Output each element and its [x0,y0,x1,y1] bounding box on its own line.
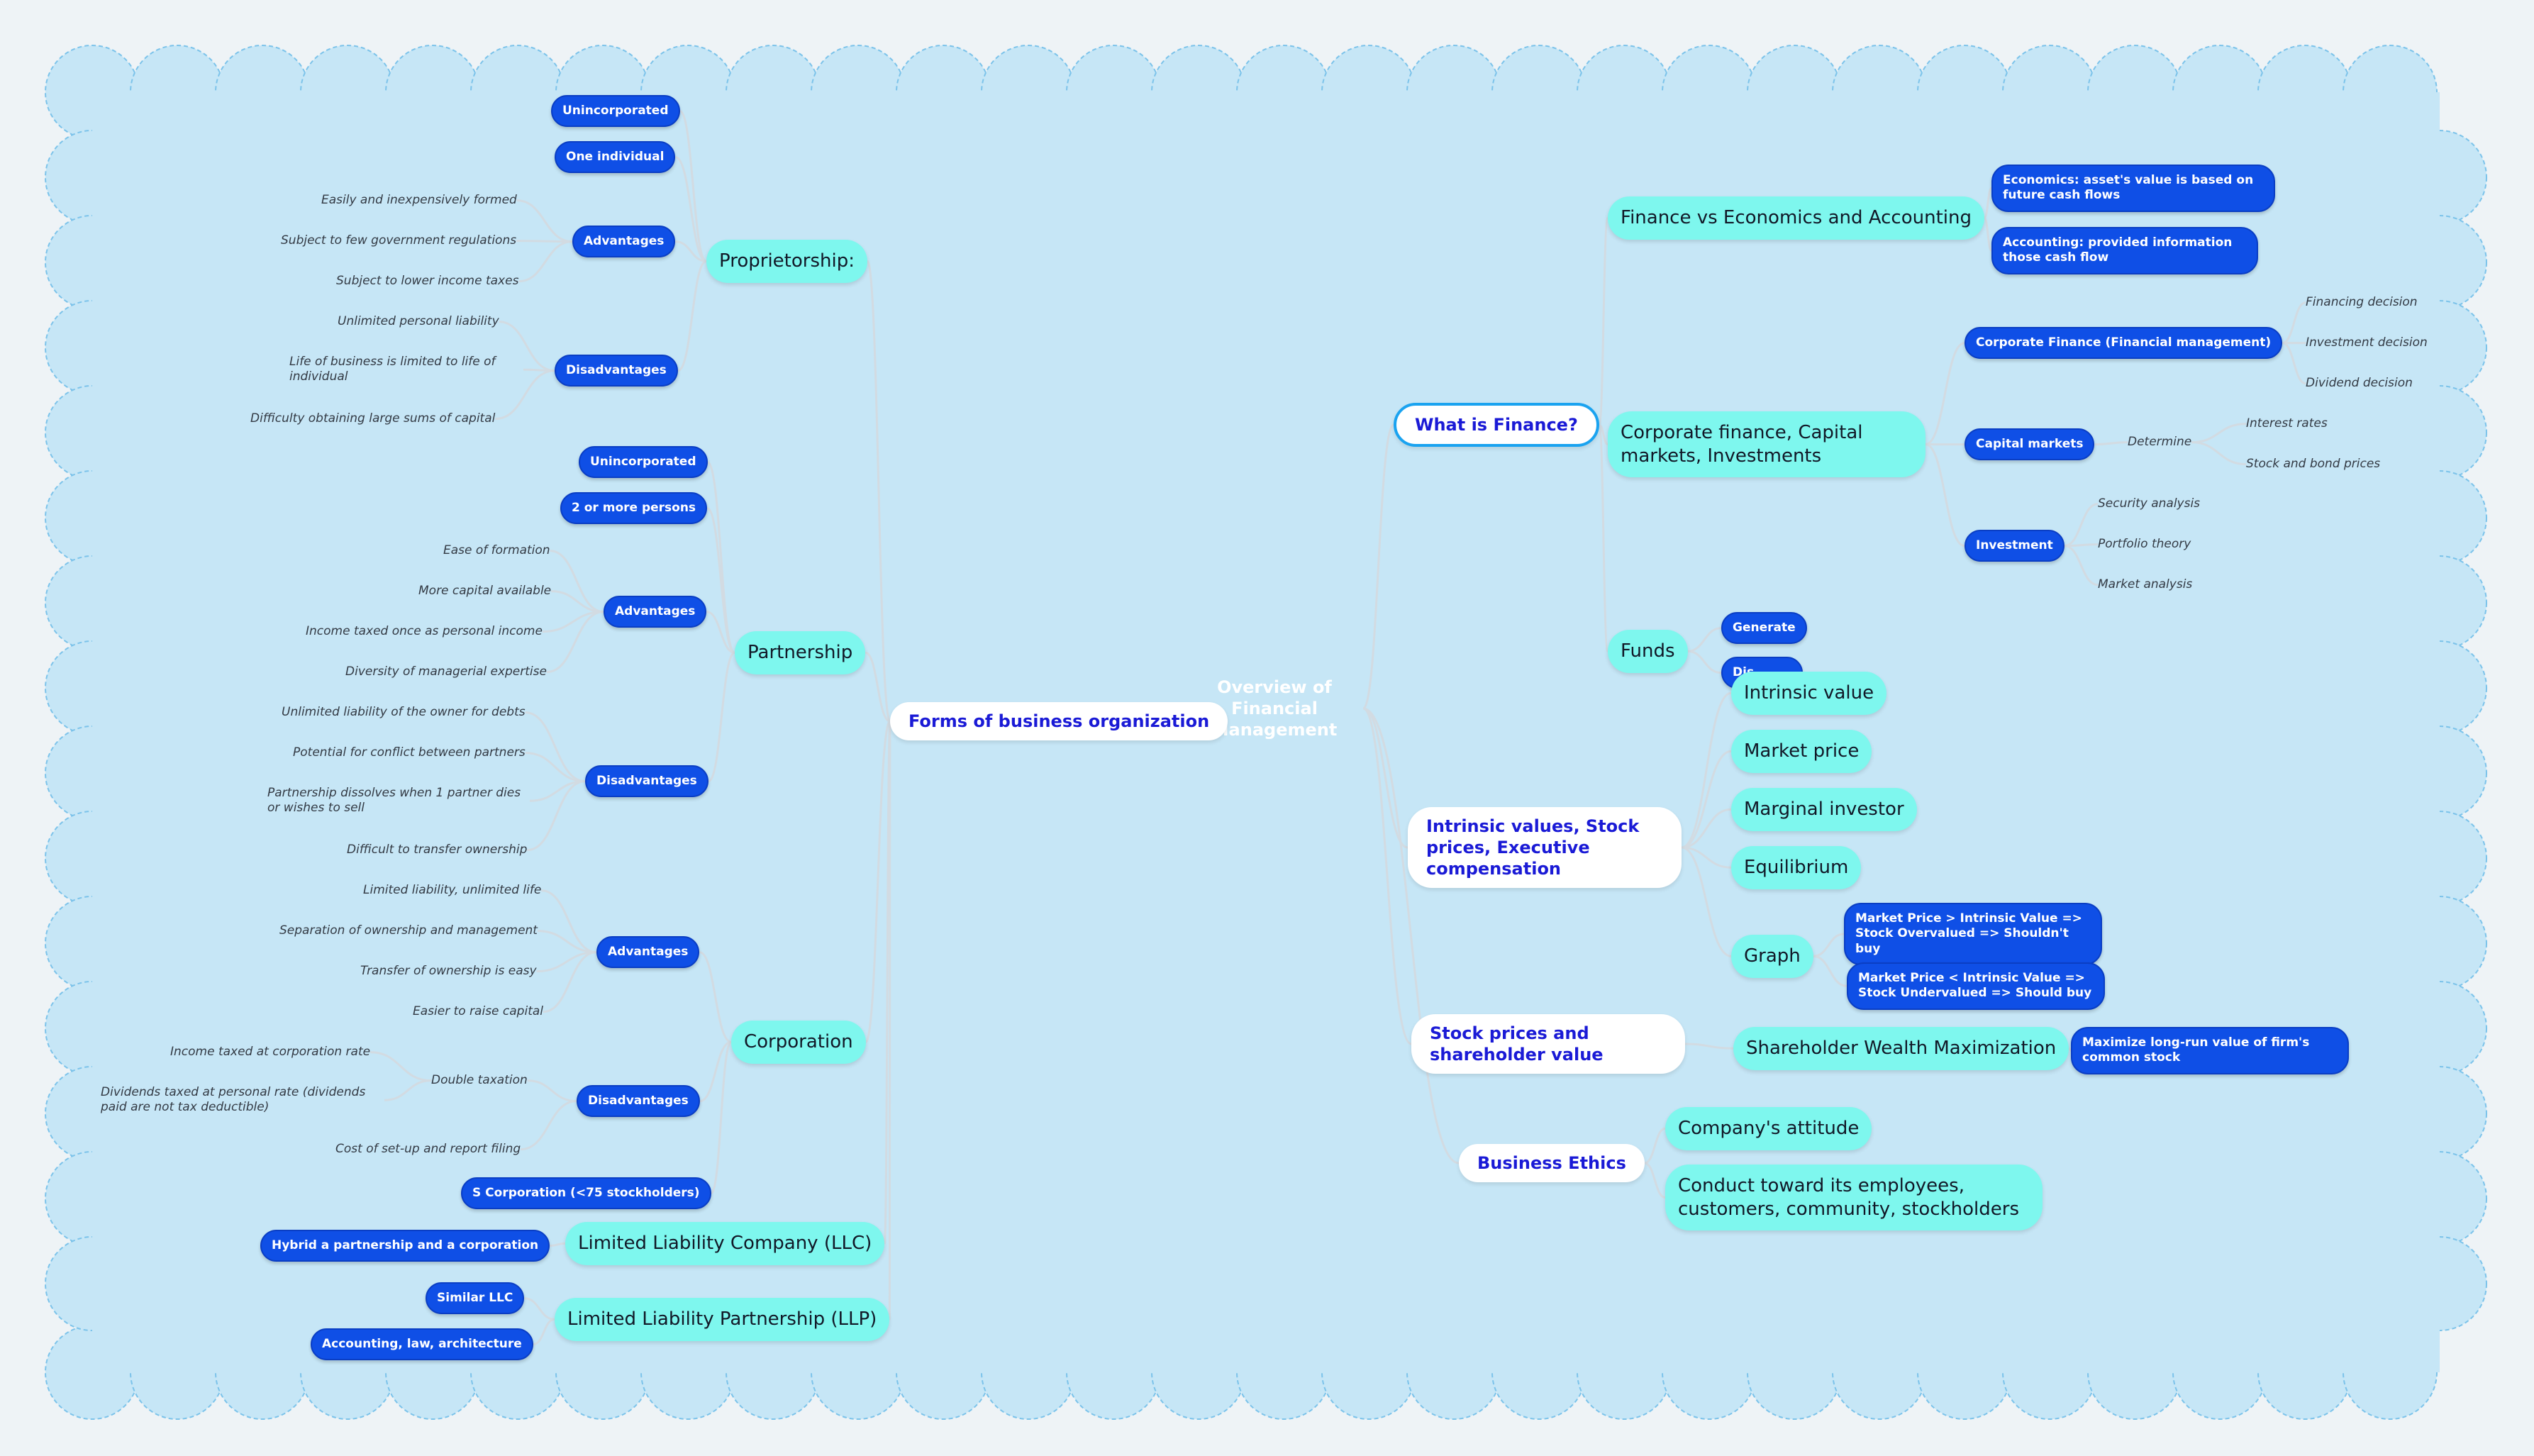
text-part-dis-4: Difficult to transfer ownership [347,843,528,857]
text-prop-adv-3: Subject to lower income taxes [336,274,519,288]
text-part-dis-3: Partnership dissolves when 1 partner die… [267,786,521,816]
text-double-tax-2: Dividends taxed at personal rate (divide… [101,1085,366,1115]
topic-funds[interactable]: Funds [1608,630,1688,673]
pill-prop-unincorporated[interactable]: Unincorporated [551,95,680,128]
pill-s-corporation[interactable]: S Corporation (<75 stockholders) [461,1177,711,1210]
pill-maximize-value[interactable]: Maximize long-run value of firm's common… [2071,1027,2349,1074]
pill-similar-llc[interactable]: Similar LLC [426,1282,525,1315]
pill-investment[interactable]: Investment [1965,530,2065,562]
topic-partnership[interactable]: Partnership [735,631,866,674]
text-investment-decision: Investment decision [2306,335,2428,350]
topic-swm[interactable]: Shareholder Wealth Maximization [1733,1027,2069,1070]
topic-intrinsic-value[interactable]: Intrinsic value [1731,672,1887,715]
pill-capital-markets[interactable]: Capital markets [1965,428,2095,461]
text-prop-dis-1: Unlimited personal liability [338,314,499,328]
text-determine: Determine [2128,435,2192,449]
text-part-dis-2: Potential for conflict between partners [293,745,526,760]
text-dividend-decision: Dividend decision [2306,376,2413,390]
text-corp-adv-2: Separation of ownership and management [279,923,538,938]
pill-part-advantages[interactable]: Advantages [604,596,707,628]
text-prop-dis-3: Difficulty obtaining large sums of capit… [250,411,496,426]
text-prop-adv-1: Easily and inexpensively formed [321,193,517,207]
text-part-adv-2: More capital available [418,584,552,598]
topic-intrinsic-values[interactable]: Intrinsic values, Stock prices, Executiv… [1408,807,1682,888]
pill-economics[interactable]: Economics: asset's value is based on fut… [1991,165,2275,212]
text-stock-bond-prices: Stock and bond prices [2246,457,2381,471]
topic-fin-vs-econ[interactable]: Finance vs Economics and Accounting [1608,196,1984,240]
pill-part-disadvantages[interactable]: Disadvantages [585,765,708,798]
topic-forms-of-business[interactable]: Forms of business organization [890,702,1228,740]
text-financing-decision: Financing decision [2306,295,2418,309]
text-prop-adv-2: Subject to few government regulations [281,233,517,248]
text-corp-adv-4: Easier to raise capital [413,1004,543,1018]
text-part-adv-4: Diversity of managerial expertise [345,665,547,679]
pill-part-unincorporated[interactable]: Unincorporated [579,446,708,479]
topic-corp-finance[interactable]: Corporate finance, Capital markets, Inve… [1608,411,1925,477]
topic-marginal-investor[interactable]: Marginal investor [1731,788,1917,831]
text-market-analysis: Market analysis [2098,577,2193,591]
text-part-adv-3: Income taxed once as personal income [306,624,543,638]
pill-corp-disadvantages[interactable]: Disadvantages [577,1085,700,1118]
topic-business-ethics[interactable]: Business Ethics [1459,1144,1645,1182]
central-topic[interactable]: Overview of Financial Management [1211,677,1338,740]
topic-corporation[interactable]: Corporation [731,1021,866,1064]
text-double-taxation: Double taxation [431,1073,528,1087]
topic-llc[interactable]: Limited Liability Company (LLC) [565,1222,885,1265]
pill-prop-disadvantages[interactable]: Disadvantages [555,355,678,387]
pill-accounting[interactable]: Accounting: provided information those c… [1991,227,2258,274]
text-portfolio-theory: Portfolio theory [2098,537,2191,551]
text-part-adv-1: Ease of formation [443,543,550,557]
topic-what-is-finance[interactable]: What is Finance? [1394,403,1599,447]
topic-llp[interactable]: Limited Liability Partnership (LLP) [555,1298,890,1341]
pill-generate[interactable]: Generate [1721,612,1807,645]
text-part-dis-1: Unlimited liability of the owner for deb… [282,705,526,719]
text-setup-cost: Cost of set-up and report filing [335,1142,521,1156]
text-corp-adv-1: Limited liability, unlimited life [363,883,542,897]
topic-graph[interactable]: Graph [1731,935,1813,978]
topic-proprietorship[interactable]: Proprietorship: [706,240,867,283]
text-interest-rates: Interest rates [2246,416,2328,430]
pill-two-or-more[interactable]: 2 or more persons [560,492,708,525]
pill-overvalued[interactable]: Market Price > Intrinsic Value => Stock … [1844,903,2102,965]
text-corp-adv-3: Transfer of ownership is easy [360,964,537,978]
pill-prop-advantages[interactable]: Advantages [572,226,676,258]
topic-market-price[interactable]: Market price [1731,730,1872,773]
topic-company-attitude[interactable]: Company's attitude [1665,1107,1872,1150]
text-prop-dis-2: Life of business is limited to life of i… [289,355,496,384]
pill-undervalued[interactable]: Market Price < Intrinsic Value => Stock … [1847,962,2105,1010]
topic-equilibrium[interactable]: Equilibrium [1731,846,1862,889]
pill-one-individual[interactable]: One individual [555,141,676,174]
pill-corporate-finance[interactable]: Corporate Finance (Financial management) [1965,327,2283,360]
topic-conduct[interactable]: Conduct toward its employees, customers,… [1665,1165,2043,1230]
text-double-tax-1: Income taxed at corporation rate [170,1045,371,1059]
pill-corp-advantages[interactable]: Advantages [596,936,700,969]
text-security-analysis: Security analysis [2098,496,2201,511]
pill-llc-hybrid[interactable]: Hybrid a partnership and a corporation [260,1230,550,1262]
pill-accounting-law[interactable]: Accounting, law, architecture [311,1328,533,1361]
topic-stock-prices[interactable]: Stock prices and shareholder value [1411,1014,1685,1074]
